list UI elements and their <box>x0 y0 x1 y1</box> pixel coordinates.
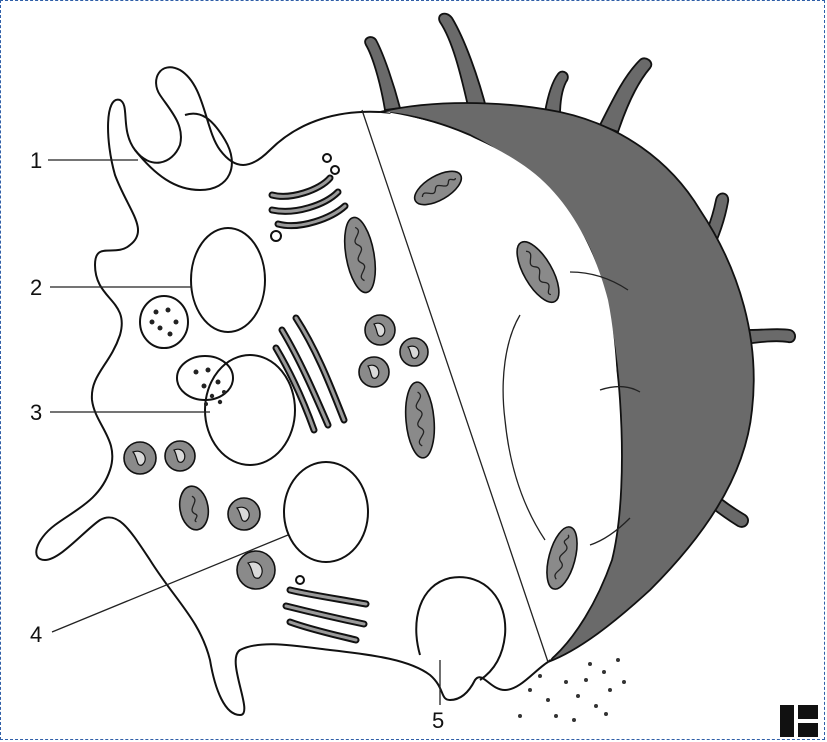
label-2: 2 <box>30 275 42 300</box>
label-1: 1 <box>30 148 42 173</box>
granules <box>150 308 179 337</box>
label-4: 4 <box>30 622 42 647</box>
lysosomes <box>124 315 428 589</box>
golgi-bottom <box>286 576 366 640</box>
vacuole-2 <box>191 228 265 332</box>
golgi-top <box>271 154 345 241</box>
golgi-middle <box>276 318 344 430</box>
secreted-particles <box>518 658 626 722</box>
granule-vesicle <box>140 296 188 348</box>
vesicle-1 <box>135 114 232 190</box>
label-3: 3 <box>30 400 42 425</box>
phagosome-3 <box>205 355 295 465</box>
leader-lines <box>48 160 440 705</box>
publisher-logo-icon <box>780 705 818 737</box>
label-5: 5 <box>432 708 444 733</box>
vacuole-4 <box>284 462 368 562</box>
exocytosis-5 <box>416 577 505 680</box>
cell-surface-shaded <box>365 14 795 662</box>
